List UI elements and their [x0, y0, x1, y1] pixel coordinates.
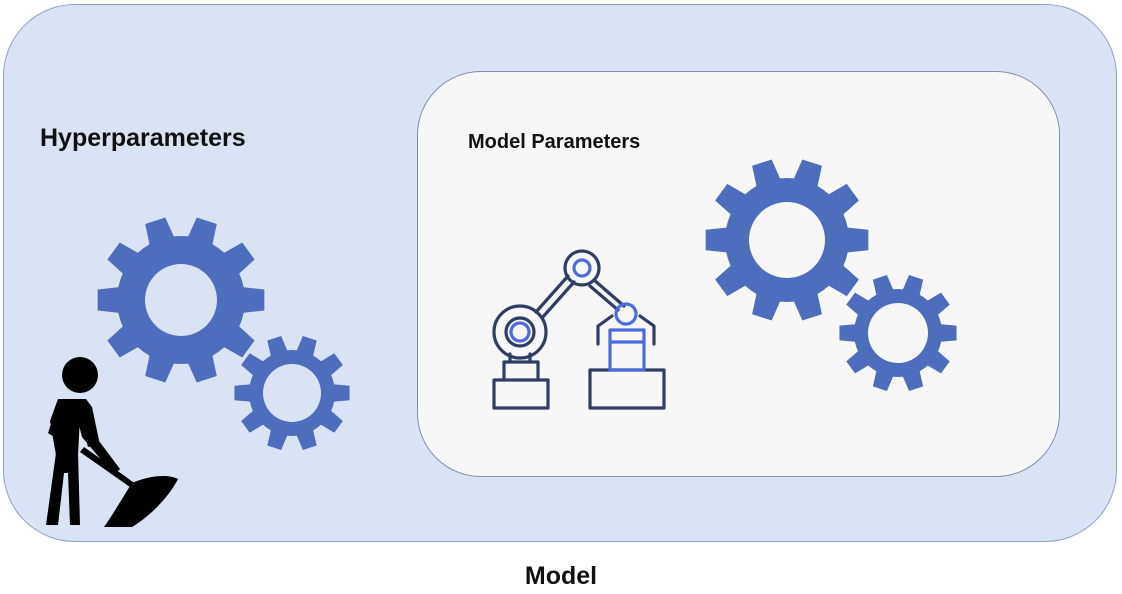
- model-parameters-label: Model Parameters: [468, 131, 641, 153]
- robotic-arm-icon: [492, 249, 666, 410]
- worker-with-shovel-icon: [46, 357, 178, 527]
- hyperparameters-label: Hyperparameters: [40, 124, 246, 152]
- model-label: Model: [524, 562, 598, 590]
- gear-icon: [705, 159, 869, 321]
- gear-icon: [839, 275, 957, 391]
- gear-icon: [234, 336, 350, 450]
- gear-icon: [97, 217, 265, 383]
